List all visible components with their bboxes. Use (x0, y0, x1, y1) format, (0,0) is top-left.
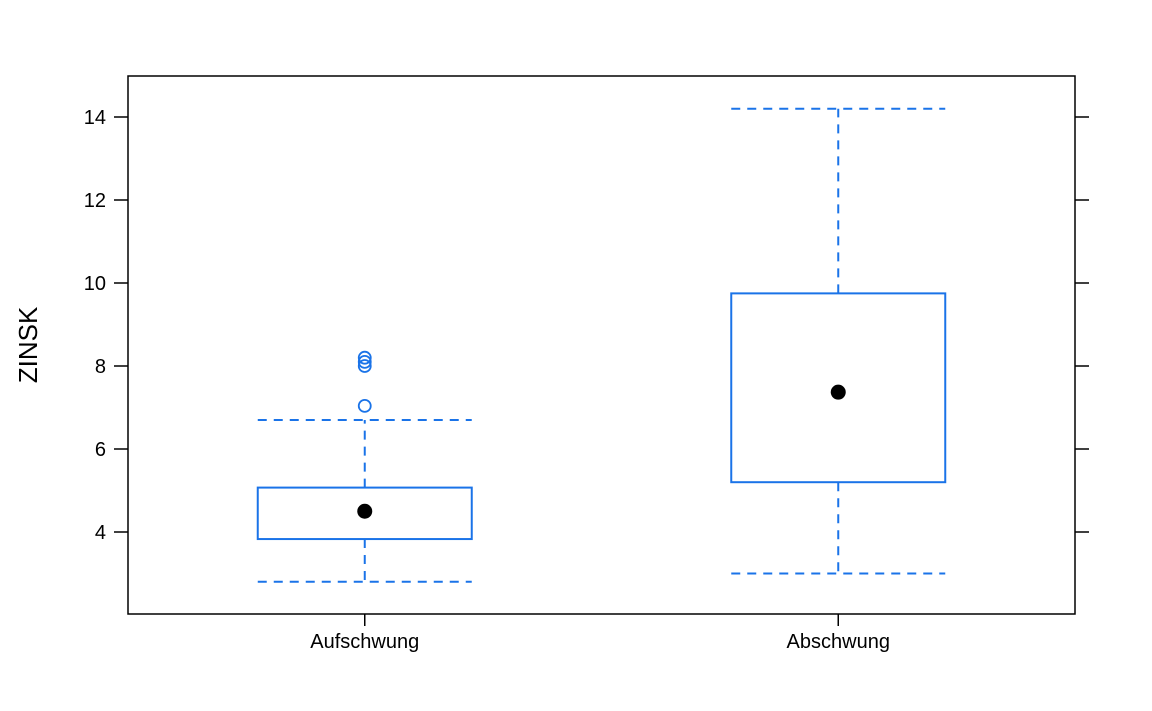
y-tick-label: 10 (84, 273, 106, 295)
box-aufschwung (256, 350, 473, 583)
outlier-point (357, 398, 372, 413)
outlier-point (357, 354, 372, 369)
y-tick-label: 4 (95, 522, 106, 544)
y-tick-label: 8 (95, 356, 106, 378)
plot-frame (127, 75, 1076, 615)
y-tick-label: 14 (84, 107, 106, 129)
x-tick-label: Aufschwung (310, 631, 419, 653)
outlier-point (357, 359, 372, 373)
median-dot (357, 503, 373, 519)
box-abschwung (730, 107, 947, 575)
x-axis: Aufschwung Abschwung (310, 614, 890, 653)
y-tick-label: 6 (95, 439, 106, 461)
y-tick-label: 12 (84, 190, 106, 212)
x-tick-label: Abschwung (787, 631, 890, 653)
outlier-point (357, 350, 372, 365)
y-axis-title: ZINSK (13, 306, 43, 383)
boxes (256, 107, 947, 583)
y-axis: 4 6 8 10 12 14 (84, 107, 1089, 544)
median-dot (830, 384, 846, 400)
